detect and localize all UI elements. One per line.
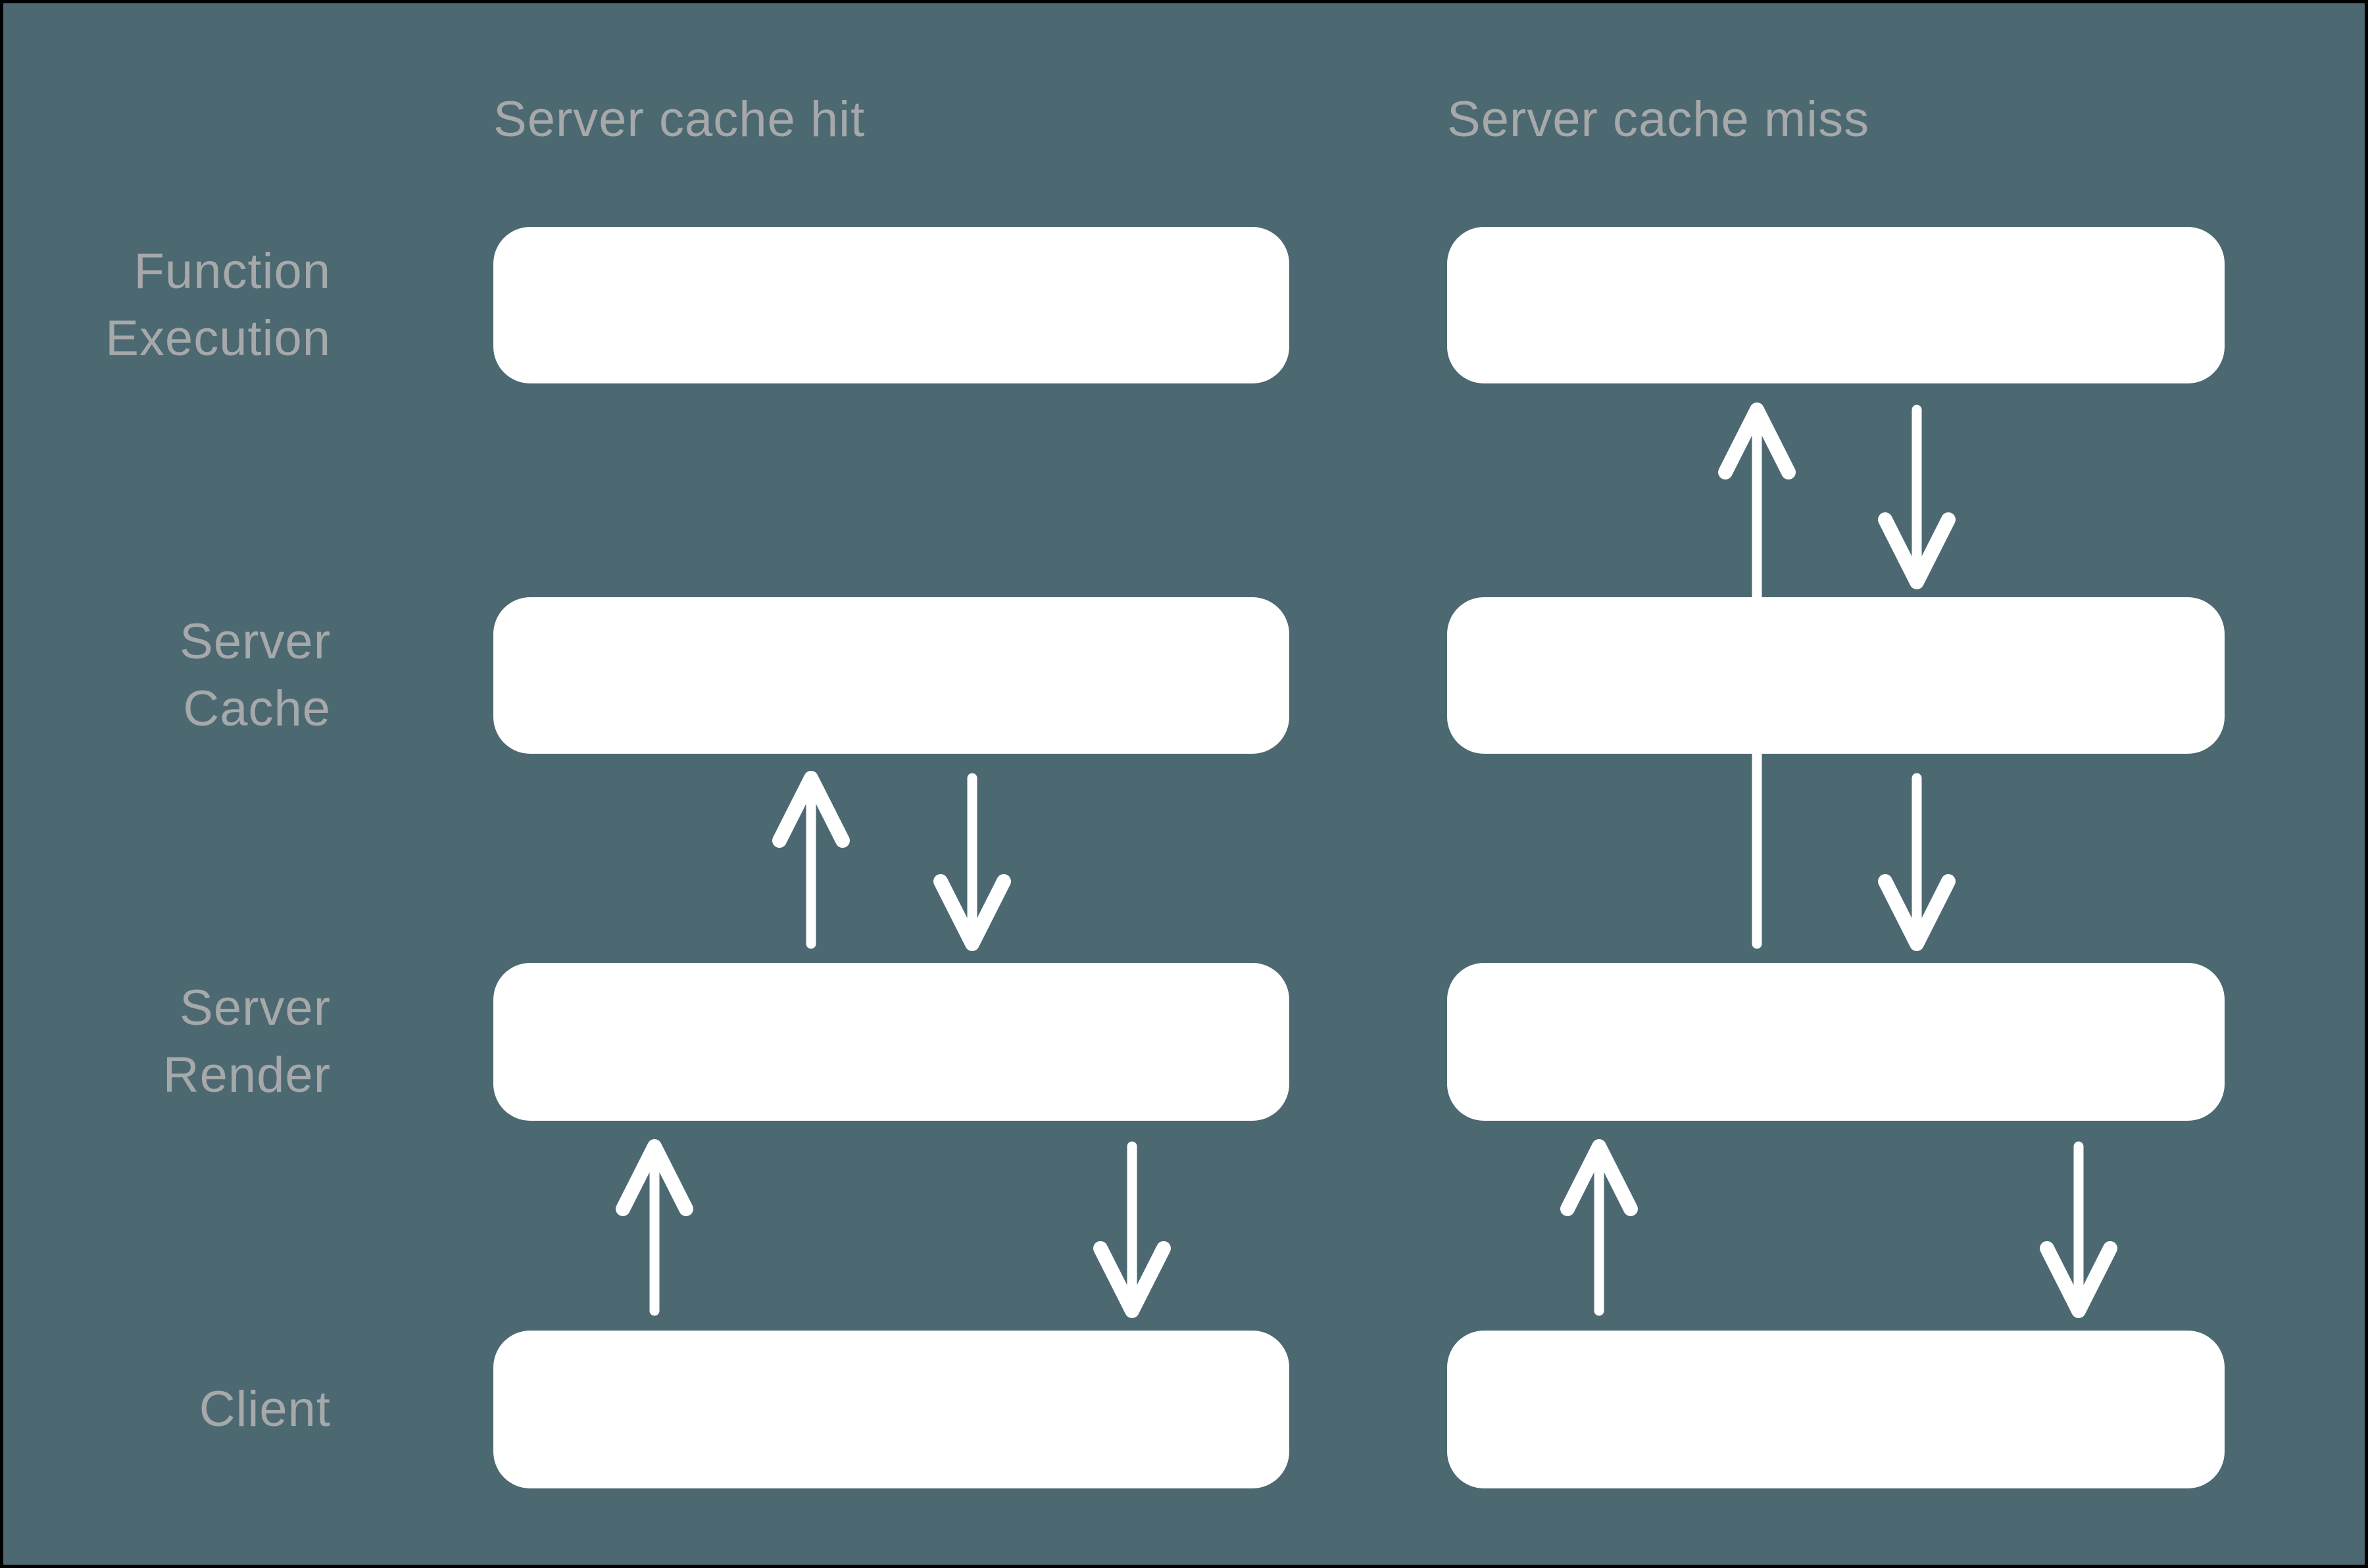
column-header-server-cache-hit: Server cache hit (493, 91, 866, 147)
arrow-hit-cache-to-render (933, 773, 1011, 951)
arrow-miss-execution-to-cache (1878, 404, 1956, 589)
box-miss-server-cache (1447, 597, 2225, 754)
row-label-line: Cache (183, 681, 331, 737)
arrow-hit-render-to-cache (772, 771, 850, 949)
row-label-line: Server (180, 980, 331, 1036)
arrow-down-head-icon (933, 874, 1011, 951)
box-miss-server-render (1447, 963, 2225, 1121)
arrow-down-head-icon (2040, 1241, 2117, 1318)
arrow-miss-render-to-client (2040, 1141, 2117, 1318)
arrow-miss-client-to-render (1560, 1139, 1638, 1316)
row-label-server-cache: Server Cache (180, 608, 331, 743)
arrow-hit-render-to-client (1093, 1141, 1171, 1318)
row-label-line: Render (162, 1047, 331, 1103)
arrow-up-head-icon (1718, 403, 1796, 479)
arrow-down-head-icon (1093, 1241, 1171, 1318)
row-label-line: Server (180, 614, 331, 670)
box-hit-server-render (493, 963, 1289, 1121)
row-label-line: Function (134, 243, 331, 299)
arrow-hit-client-to-render (616, 1139, 693, 1316)
row-label-client: Client (199, 1376, 331, 1443)
arrow-miss-cache-to-render (1878, 773, 1956, 951)
row-label-line: Execution (105, 310, 331, 366)
box-hit-function-execution (493, 227, 1289, 383)
row-label-function-execution: Function Execution (105, 238, 331, 372)
box-hit-server-cache (493, 597, 1289, 754)
row-label-server-render: Server Render (163, 975, 331, 1109)
box-miss-function-execution (1447, 227, 2225, 383)
arrow-down-head-icon (1878, 874, 1956, 951)
arrow-down-head-icon (1878, 512, 1956, 589)
arrow-up-head-icon (1560, 1139, 1638, 1216)
row-label-line: Client (199, 1381, 331, 1437)
box-miss-client (1447, 1331, 2225, 1488)
box-hit-client (493, 1331, 1289, 1488)
arrow-up-head-icon (616, 1139, 693, 1216)
arrow-up-head-icon (772, 771, 850, 848)
column-header-server-cache-miss: Server cache miss (1447, 91, 1870, 147)
